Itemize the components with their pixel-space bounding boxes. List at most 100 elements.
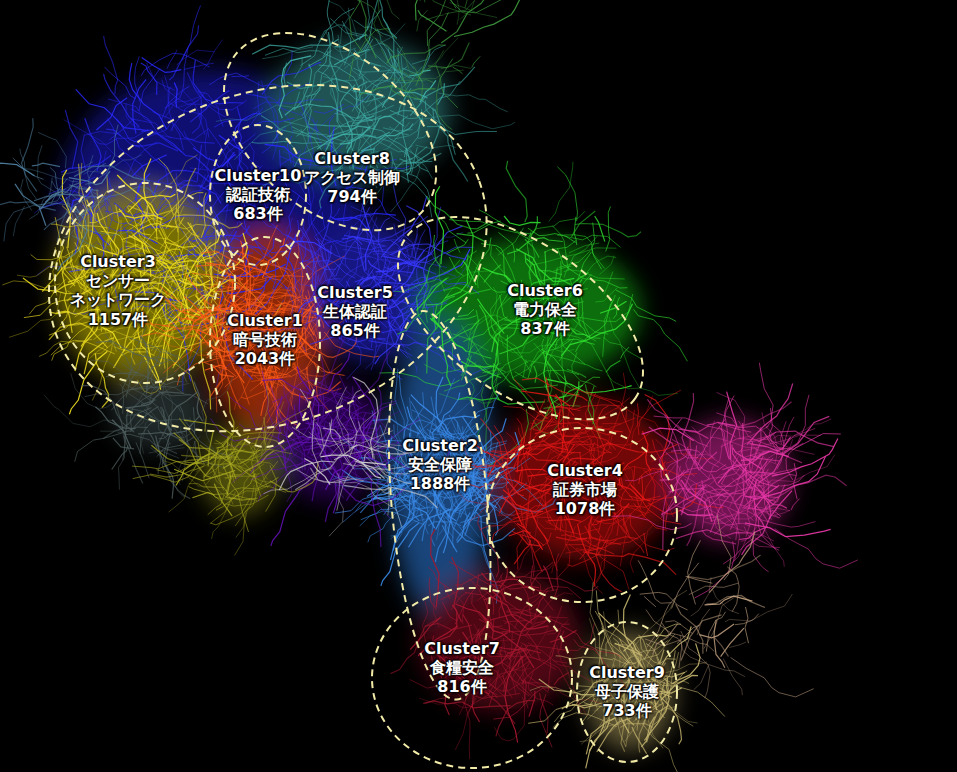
network-strand	[491, 246, 505, 274]
network-strand	[606, 207, 611, 252]
network-strand	[443, 495, 469, 553]
network-strand	[556, 436, 594, 462]
network-strand	[576, 538, 621, 545]
network-strand	[572, 352, 597, 387]
network-strand	[141, 63, 157, 95]
network-strand	[135, 56, 140, 102]
network-strand	[533, 406, 581, 429]
network-strand	[394, 224, 409, 275]
network-strand	[193, 60, 243, 104]
network-strand	[532, 578, 598, 591]
network-strand	[676, 530, 752, 539]
network-strand	[556, 406, 574, 415]
network-strand	[527, 633, 540, 660]
network-strand	[551, 426, 603, 453]
network-strand	[239, 252, 297, 297]
network-strand	[209, 73, 249, 85]
network-strand	[544, 535, 557, 571]
network-strand	[167, 50, 177, 69]
network-strand	[143, 214, 173, 228]
network-strand	[315, 238, 346, 259]
network-strand	[254, 258, 295, 289]
network-strand	[351, 136, 376, 140]
network-strand	[412, 147, 418, 173]
network-strand	[554, 553, 559, 598]
network-strand	[603, 533, 646, 544]
network-strand	[767, 439, 815, 454]
network-strand	[161, 48, 188, 120]
network-strand	[530, 415, 552, 424]
network-strand	[616, 290, 676, 322]
network-strand	[762, 412, 777, 463]
network-strand	[205, 365, 227, 370]
network-strand	[637, 403, 639, 435]
network-strand	[165, 92, 206, 118]
network-strand	[534, 366, 537, 383]
network-strand	[340, 85, 355, 123]
network-strand	[608, 373, 626, 436]
network-strand	[687, 480, 704, 546]
network-strand	[665, 415, 699, 458]
network-strand	[237, 275, 254, 295]
network-strand	[517, 523, 543, 549]
network-strand	[442, 324, 477, 343]
network-strand	[431, 529, 439, 607]
network-strand	[525, 586, 581, 598]
network-strand	[569, 243, 599, 253]
network-strand	[531, 340, 572, 366]
network-strand	[478, 299, 505, 334]
network-strand	[585, 526, 638, 541]
network-strand	[674, 505, 710, 512]
network-strand	[379, 0, 397, 38]
network-strand	[556, 516, 570, 580]
network-strand	[169, 103, 209, 138]
network-strand	[557, 167, 577, 221]
network-strand	[381, 523, 419, 586]
network-strand	[557, 432, 586, 436]
network-strand	[660, 419, 682, 494]
network-strand	[104, 142, 157, 202]
network-strand	[359, 246, 379, 285]
network-strand	[600, 301, 627, 313]
network-strand	[775, 529, 858, 569]
network-strand	[428, 567, 454, 592]
network-strand	[606, 360, 621, 372]
network-strand	[128, 194, 176, 212]
network-strand	[595, 288, 617, 303]
network-strand	[415, 230, 425, 258]
network-strand	[559, 338, 573, 361]
network-strand	[748, 496, 775, 501]
network-strand	[586, 391, 627, 422]
network-strand	[592, 558, 606, 589]
network-strand	[755, 538, 779, 550]
network-strand	[603, 295, 616, 357]
network-strand	[506, 432, 519, 450]
network-strand	[299, 346, 332, 373]
network-strand	[390, 81, 460, 118]
network-strand	[695, 446, 699, 471]
network-strand	[634, 309, 688, 361]
network-strand	[468, 344, 474, 355]
network-strand	[540, 694, 552, 747]
network-strand	[545, 521, 600, 535]
network-strand	[342, 21, 351, 65]
network-strand	[370, 46, 410, 78]
network-strand	[343, 250, 398, 263]
network-strand	[356, 58, 403, 96]
network-strand	[294, 58, 302, 79]
network-strand	[578, 524, 596, 587]
cluster-glow	[55, 40, 790, 750]
network-strand	[482, 363, 501, 371]
network-strand	[442, 602, 456, 621]
network-strand	[243, 287, 310, 299]
network-strand	[238, 225, 277, 289]
network-strand	[447, 239, 468, 253]
network-strand	[391, 226, 462, 293]
network-strand	[121, 220, 143, 249]
network-strand	[472, 594, 486, 622]
network-strand	[561, 332, 567, 384]
network-strand	[540, 693, 549, 733]
network-strand	[440, 218, 466, 243]
network-strand	[528, 670, 553, 705]
network-strand	[467, 221, 500, 233]
